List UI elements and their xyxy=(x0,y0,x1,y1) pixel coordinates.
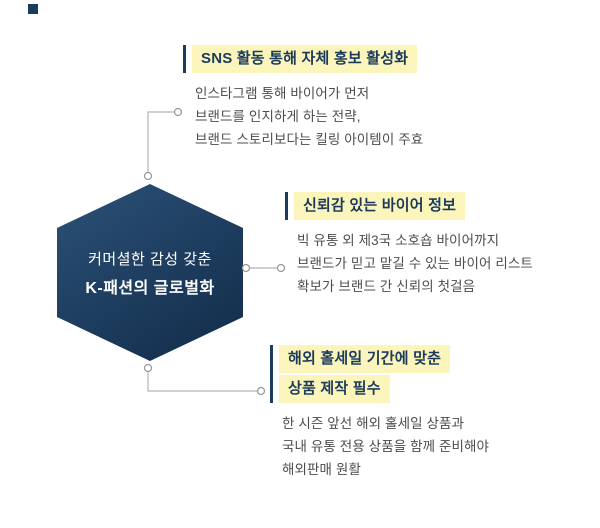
body-line: 국내 유통 전용 상품을 함께 준비해야 xyxy=(282,438,490,454)
body-line: 브랜드 스토리보다는 킬링 아이템이 주효 xyxy=(195,131,424,147)
connector-dot xyxy=(173,107,183,117)
section-body: 빅 유통 외 제3국 소호숍 바이어까지 브랜드가 믿고 맡길 수 있는 바이어… xyxy=(285,229,595,298)
section-title: SNS 활동 통해 자체 홍보 활성화 xyxy=(183,45,493,73)
connector-dot xyxy=(276,263,286,273)
connector-line-top xyxy=(147,111,178,176)
section-title-highlight: SNS 활동 통해 자체 홍보 활성화 xyxy=(192,45,418,73)
connector-dot xyxy=(241,263,251,273)
body-line: 확보가 브랜드 간 신뢰의 첫걸음 xyxy=(297,278,476,294)
body-line: 빅 유통 외 제3국 소호숍 바이어까지 xyxy=(297,232,500,248)
section-sns-promotion: SNS 활동 통해 자체 홍보 활성화 인스타그램 통해 바이어가 먼저 브랜드… xyxy=(183,45,493,151)
section-title-highlight: 해외 홀세일 기간에 맞춘 xyxy=(279,345,451,373)
section-wholesale-production: 해외 홀세일 기간에 맞춘 상품 제작 필수 한 시즌 앞선 해외 홀세일 상품… xyxy=(270,345,580,481)
connector-dot xyxy=(143,171,153,181)
section-body: 인스타그램 통해 바이어가 먼저 브랜드를 인지하게 하는 전략, 브랜드 스토… xyxy=(183,82,493,151)
section-title: 해외 홀세일 기간에 맞춘 상품 제작 필수 xyxy=(270,345,580,403)
section-title-highlight: 신뢰감 있는 바이어 정보 xyxy=(294,192,466,220)
body-line: 한 시즌 앞선 해외 홀세일 상품과 xyxy=(282,415,465,431)
body-line: 브랜드를 인지하게 하는 전략, xyxy=(195,108,361,124)
body-line: 브랜드가 믿고 맡길 수 있는 바이어 리스트 xyxy=(297,255,533,271)
connector-dot xyxy=(143,363,153,373)
section-title-highlight: 상품 제작 필수 xyxy=(279,374,390,403)
body-line: 인스타그램 통해 바이어가 먼저 xyxy=(195,85,370,101)
section-buyer-info: 신뢰감 있는 바이어 정보 빅 유통 외 제3국 소호숍 바이어까지 브랜드가 … xyxy=(285,192,595,298)
section-body: 한 시즌 앞선 해외 홀세일 상품과 국내 유통 전용 상품을 함께 준비해야 … xyxy=(270,412,580,481)
connector-line-bottom xyxy=(147,368,261,392)
corner-square-decoration xyxy=(28,4,38,14)
section-title: 신뢰감 있는 바이어 정보 xyxy=(285,192,595,220)
hexagon-shape xyxy=(57,184,243,361)
body-line: 해외판매 원활 xyxy=(282,461,361,477)
connector-dot xyxy=(256,386,266,396)
